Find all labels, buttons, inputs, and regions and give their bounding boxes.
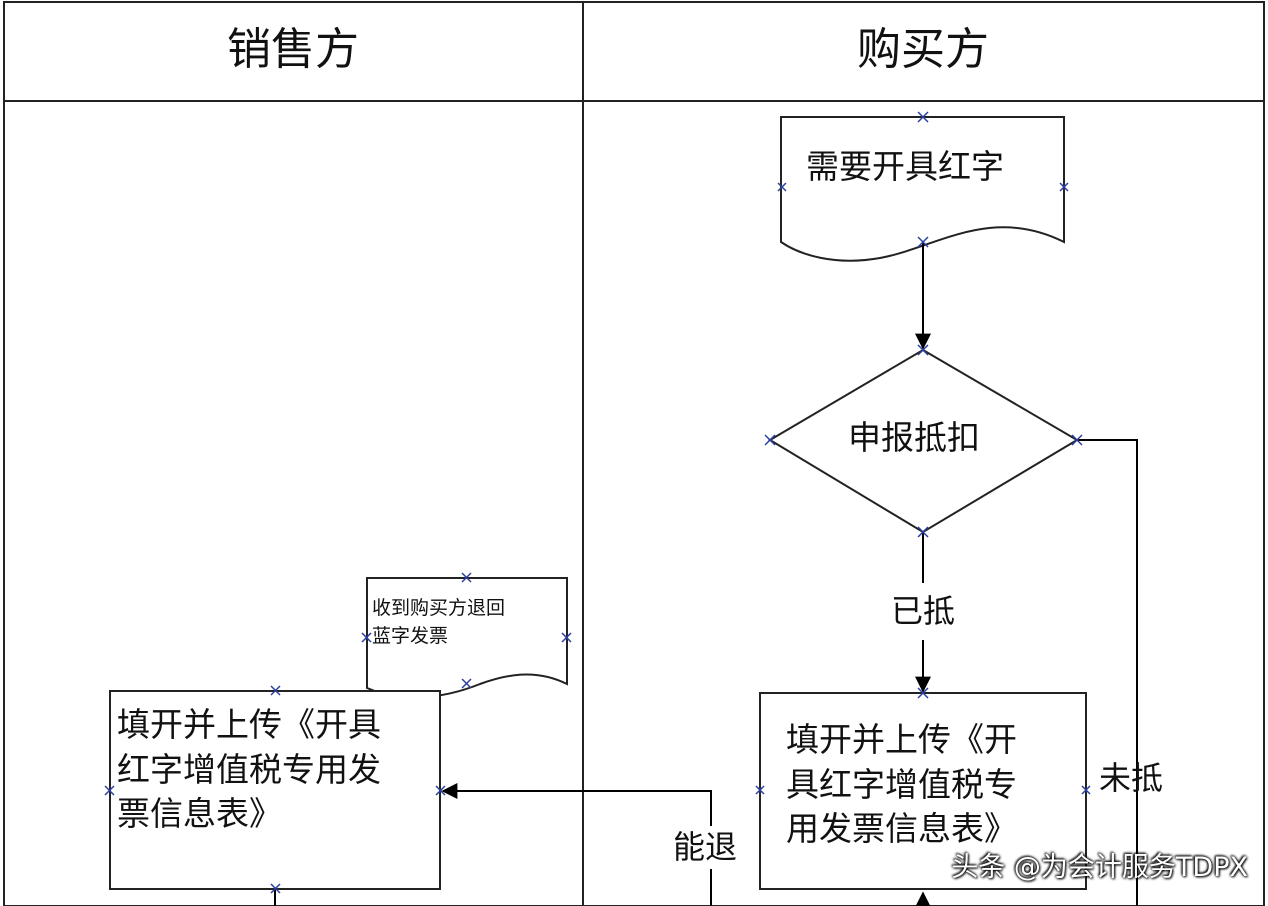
connector-marks — [104, 111, 1091, 894]
node-seller-fill-upload-label: 填开并上传《开具 红字增值税专用发 票信息表》 — [117, 705, 381, 834]
node-seller-receive-label: 收到购买方退回 蓝字发票 — [372, 597, 506, 647]
edge-label-not-deducted: 未抵 — [1099, 759, 1164, 797]
lane-title-seller: 销售方 — [227, 24, 359, 75]
lane-title-buyer: 购买方 — [857, 24, 989, 75]
node-seller-fill-upload-shape — [109, 690, 441, 890]
swimlane-frame — [3, 1, 1265, 906]
node-buyer-fill-upload-label: 填开并上传《开 具红字增值税专 用发票信息表》 — [786, 720, 1017, 849]
edge-label-deducted: 已抵 — [887, 590, 960, 634]
node-need-red-shape — [780, 116, 1065, 262]
node-need-red-label: 需要开具红字 — [806, 147, 1004, 186]
watermark: 头条 @为会计服务TDPX — [951, 852, 1248, 883]
node-declare-deduct-label: 申报抵扣 — [848, 418, 980, 457]
edge-not-deducted-loop — [1077, 439, 1138, 906]
edge-label-can-return: 能退 — [671, 826, 740, 870]
